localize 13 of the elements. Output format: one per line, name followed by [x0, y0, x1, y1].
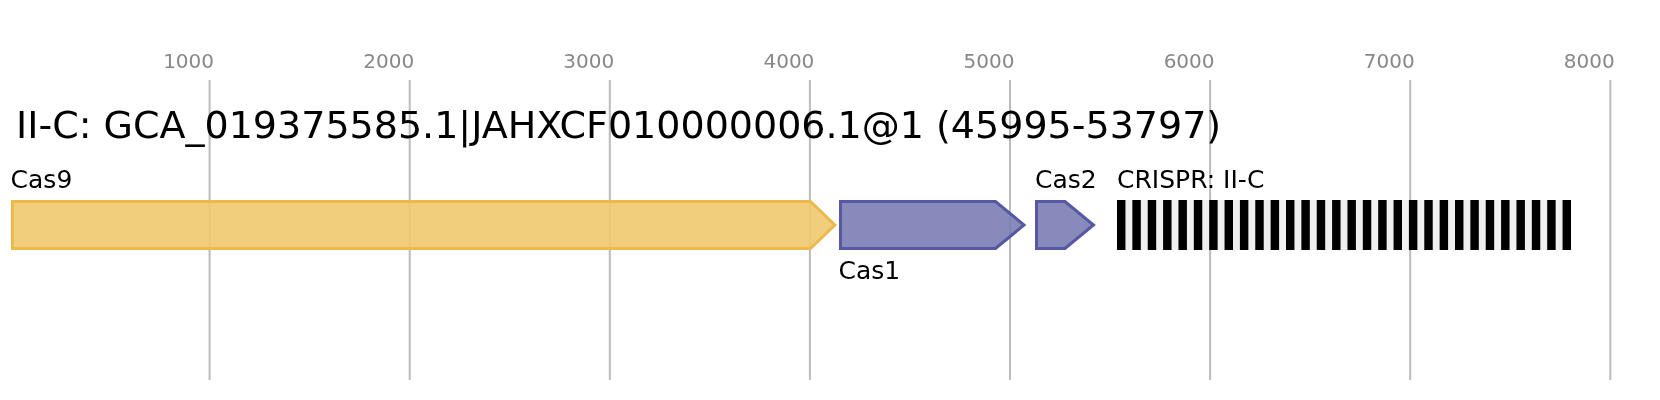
title: II-C: GCA_019375585.1|JAHXCF010000006.1@1 (45995-53797): [16, 104, 1222, 146]
tick-label: 8000: [1562, 48, 1616, 74]
tick-label: 2000: [362, 48, 416, 74]
tick-label: 7000: [1362, 48, 1416, 74]
tick-label: 5000: [962, 48, 1016, 74]
gene-label: Cas1: [838, 257, 901, 285]
gene-label: Cas9: [10, 166, 73, 194]
tick-label: 3000: [562, 48, 616, 74]
gene-label: CRISPR: II-C: [1117, 166, 1265, 194]
tick-label: 6000: [1162, 48, 1216, 74]
tick-label: 1000: [162, 48, 216, 74]
gene-label: Cas2: [1035, 166, 1097, 194]
tick-label: 4000: [762, 48, 816, 74]
